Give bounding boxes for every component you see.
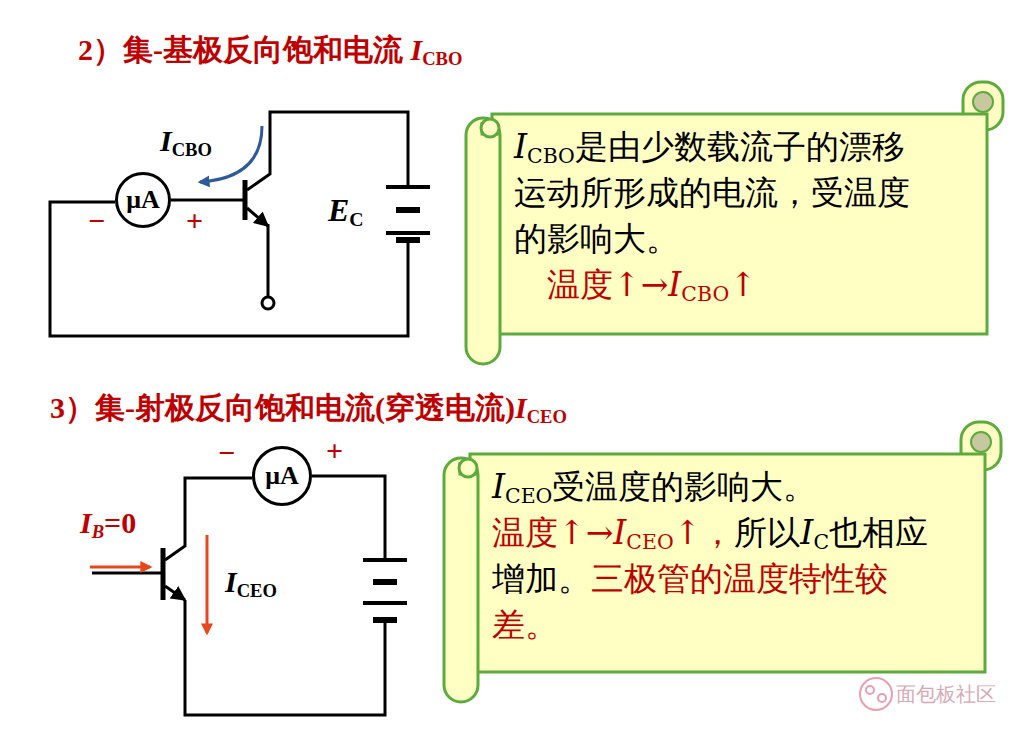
polarity-sign: + xyxy=(326,434,343,468)
polarity-sign: + xyxy=(186,204,203,238)
section-heading: 2）集-基极反向饱和电流 ICBO xyxy=(78,30,462,71)
meter-label: μA xyxy=(126,185,160,215)
ammeter-symbol: μA xyxy=(115,172,171,228)
base-current-label: IB=0 xyxy=(80,506,136,540)
polarity-sign: − xyxy=(88,204,105,238)
circuit-1-wires xyxy=(50,112,408,336)
section-heading: 3）集-射极反向饱和电流(穿透电流)ICEO xyxy=(50,388,567,429)
base-current-arrow xyxy=(90,566,150,569)
callout-sentence: 温度↑→ICEO↑， xyxy=(492,513,734,552)
circuit-2-wires xyxy=(165,476,385,715)
battery-1 xyxy=(386,187,430,240)
current-arrow xyxy=(206,535,209,633)
callout-text: ICBO是由少数载流子的漂移运动所形成的电流，受温度的影响大。温度↑→ICBO↑ xyxy=(514,124,914,308)
callout-sentence: ICBO是由少数载流子的漂移运动所形成的电流，受温度的影响大。 xyxy=(514,127,910,258)
scroll-callout: ICEO受温度的影响大。温度↑→ICEO↑，所以IC也相应增加。三极管的温度特性… xyxy=(440,418,1005,706)
scroll-callout: ICBO是由少数载流子的漂移运动所形成的电流，受温度的影响大。温度↑→ICBO↑ xyxy=(462,78,1007,368)
current-label: ICBO xyxy=(160,124,212,158)
battery-2 xyxy=(363,560,407,620)
callout-text: ICEO受温度的影响大。温度↑→ICEO↑，所以IC也相应增加。三极管的温度特性… xyxy=(492,464,952,648)
current-label: ICEO xyxy=(225,565,277,599)
base-bar xyxy=(243,180,248,220)
ammeter-symbol: μA xyxy=(252,446,312,506)
source-label: EC xyxy=(328,192,364,229)
watermark-logo xyxy=(860,678,892,710)
callout-sentence: ICEO受温度的影响大。 xyxy=(492,464,952,510)
base-wire xyxy=(92,572,163,575)
polarity-sign: − xyxy=(218,436,235,470)
meter-label: μA xyxy=(265,461,299,491)
callout-sentence: 温度↑→ICBO↑ xyxy=(514,262,914,308)
watermark: 面包板社区 xyxy=(896,681,996,708)
